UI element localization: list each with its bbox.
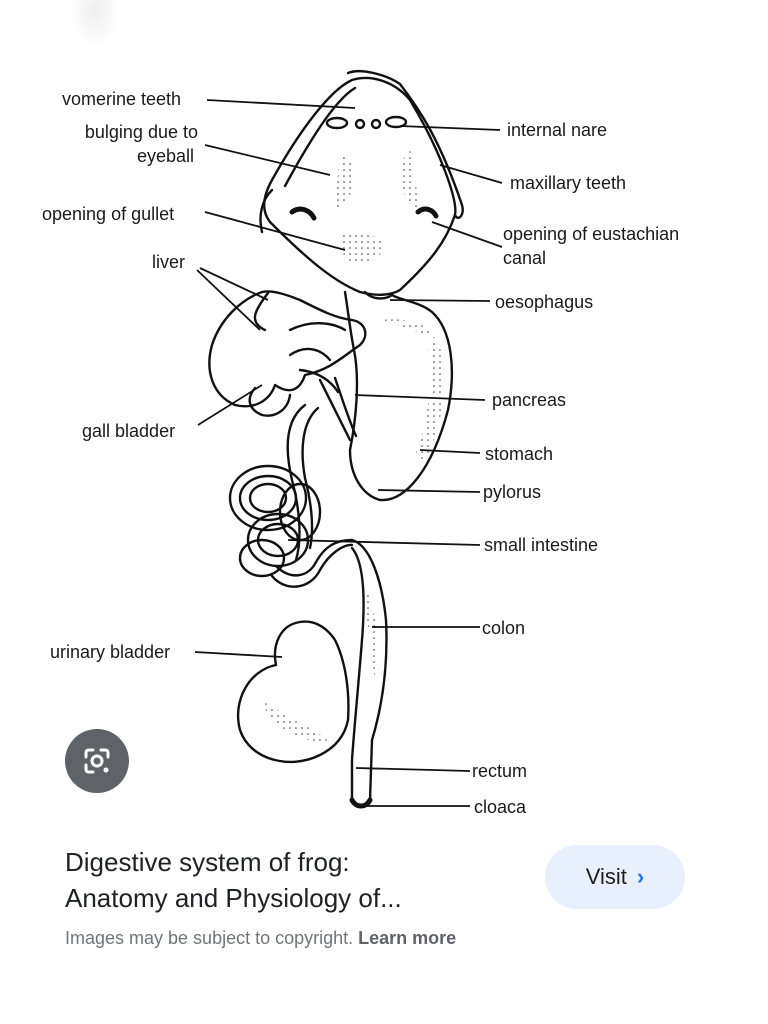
- label-colon: colon: [482, 618, 526, 638]
- chevron-right-icon: ›: [636, 864, 645, 889]
- diagram-drawing: [194, 70, 503, 809]
- label-stomach: stomach: [485, 444, 554, 464]
- urinary-bladder: [236, 620, 350, 763]
- result-title-line2: Anatomy and Physiology of...: [65, 883, 402, 913]
- liver: [208, 290, 367, 408]
- label-eustachian-line2: canal: [503, 248, 547, 268]
- copyright-text: Images may be subject to copyright.: [65, 928, 354, 948]
- learn-more-link[interactable]: Learn more: [358, 928, 457, 948]
- result-title-line1: Digestive system of frog:: [65, 847, 350, 877]
- frog-digestive-diagram: vomerine teeth bulging due to eyeball op…: [0, 60, 768, 830]
- label-pylorus: pylorus: [483, 482, 542, 502]
- colon: [350, 538, 388, 802]
- label-bulging-eyeball-line2: eyeball: [136, 146, 194, 166]
- label-internal-nare: internal nare: [507, 120, 608, 140]
- label-gall-bladder: gall bladder: [82, 421, 176, 441]
- copyright-notice: Images may be subject to copyright. Lear…: [65, 928, 456, 949]
- stomach-outline: [343, 290, 453, 502]
- label-eustachian-line1: opening of eustachian: [503, 224, 680, 244]
- label-rectum: rectum: [472, 761, 528, 781]
- result-title[interactable]: Digestive system of frog: Anatomy and Ph…: [65, 844, 515, 916]
- label-maxillary-teeth: maxillary teeth: [510, 173, 627, 193]
- top-edge-fade: [70, 0, 120, 48]
- buccal-cavity: [263, 76, 457, 296]
- label-liver: liver: [152, 252, 186, 272]
- label-bulging-eyeball-line1: bulging due to: [84, 122, 198, 142]
- label-opening-of-gullet: opening of gullet: [42, 204, 175, 224]
- visit-label: Visit: [585, 864, 627, 889]
- label-small-intestine: small intestine: [484, 535, 599, 555]
- google-lens-button[interactable]: [65, 729, 129, 793]
- label-urinary-bladder: urinary bladder: [50, 642, 171, 662]
- label-oesophagus: oesophagus: [495, 292, 594, 312]
- google-lens-icon: [84, 748, 110, 774]
- label-vomerine-teeth: vomerine teeth: [62, 89, 182, 109]
- label-pancreas: pancreas: [492, 390, 567, 410]
- label-cloaca: cloaca: [474, 797, 527, 817]
- visit-button[interactable]: Visit ›: [545, 845, 685, 909]
